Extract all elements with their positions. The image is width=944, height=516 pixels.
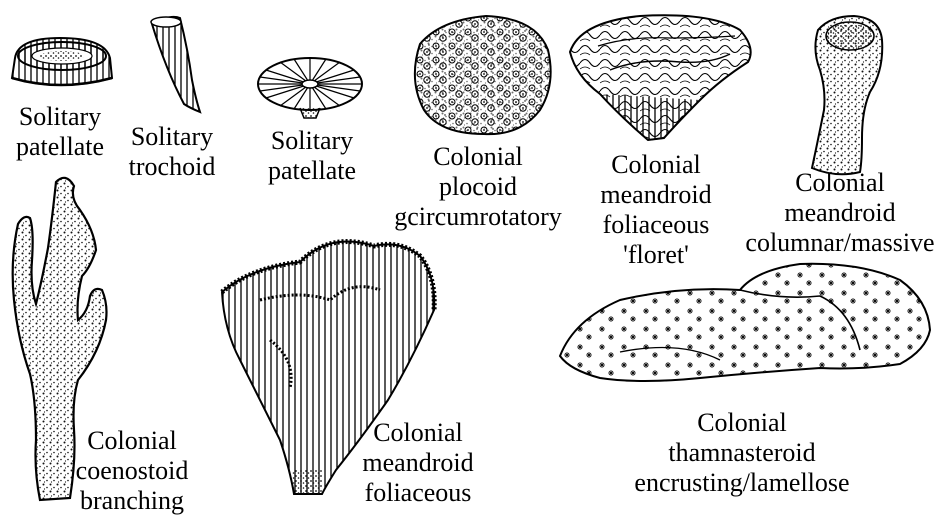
label-line: plocoid [390, 172, 566, 202]
label-line: coenostoid [70, 456, 194, 486]
label-line: thamnasteroid [624, 438, 860, 468]
colonial-plocoid-illustration [415, 16, 551, 134]
label-line: encrusting/lamellose [624, 468, 860, 498]
label-line: Colonial [736, 168, 944, 198]
label-line: 'floret' [586, 240, 726, 270]
label-line: columnar/massive [736, 228, 944, 258]
label-colonial-encrusting: Colonial thamnasteroid encrusting/lamell… [624, 408, 860, 498]
label-line: Solitary [4, 102, 116, 132]
colonial-encrusting-illustration [560, 264, 930, 381]
label-line: patellate [256, 156, 368, 186]
label-colonial-foliaceous: Colonial meandroid foliaceous [356, 418, 480, 508]
label-solitary-patellate-2: Solitary patellate [256, 126, 368, 186]
label-line: Colonial [586, 150, 726, 180]
label-line: Solitary [256, 126, 368, 156]
label-line: foliaceous [586, 210, 726, 240]
label-line: patellate [4, 132, 116, 162]
label-colonial-plocoid: Colonial plocoid gcircumrotatory [390, 142, 566, 232]
label-solitary-trochoid: Solitary trochoid [116, 122, 228, 182]
label-colonial-columnar: Colonial meandroid columnar/massive [736, 168, 944, 258]
label-line: trochoid [116, 152, 228, 182]
label-colonial-floret: Colonial meandroid foliaceous 'floret' [586, 150, 726, 270]
label-solitary-patellate-1: Solitary patellate [4, 102, 116, 162]
label-line: branching [70, 486, 194, 516]
label-line: foliaceous [356, 478, 480, 508]
label-line: gcircumrotatory [390, 202, 566, 232]
label-line: meandroid [736, 198, 944, 228]
label-line: Colonial [390, 142, 566, 172]
solitary-patellate-disc-illustration [12, 38, 112, 85]
label-line: meandroid [586, 180, 726, 210]
label-line: Colonial [356, 418, 480, 448]
colonial-floret-illustration [570, 15, 751, 140]
solitary-patellate-mushroom-illustration [258, 58, 362, 118]
label-colonial-branching: Colonial coenostoid branching [70, 426, 194, 516]
label-line: Solitary [116, 122, 228, 152]
label-line: Colonial [624, 408, 860, 438]
label-line: meandroid [356, 448, 480, 478]
label-line: Colonial [70, 426, 194, 456]
solitary-trochoid-horn-illustration [151, 17, 200, 112]
colonial-columnar-illustration [812, 16, 882, 174]
